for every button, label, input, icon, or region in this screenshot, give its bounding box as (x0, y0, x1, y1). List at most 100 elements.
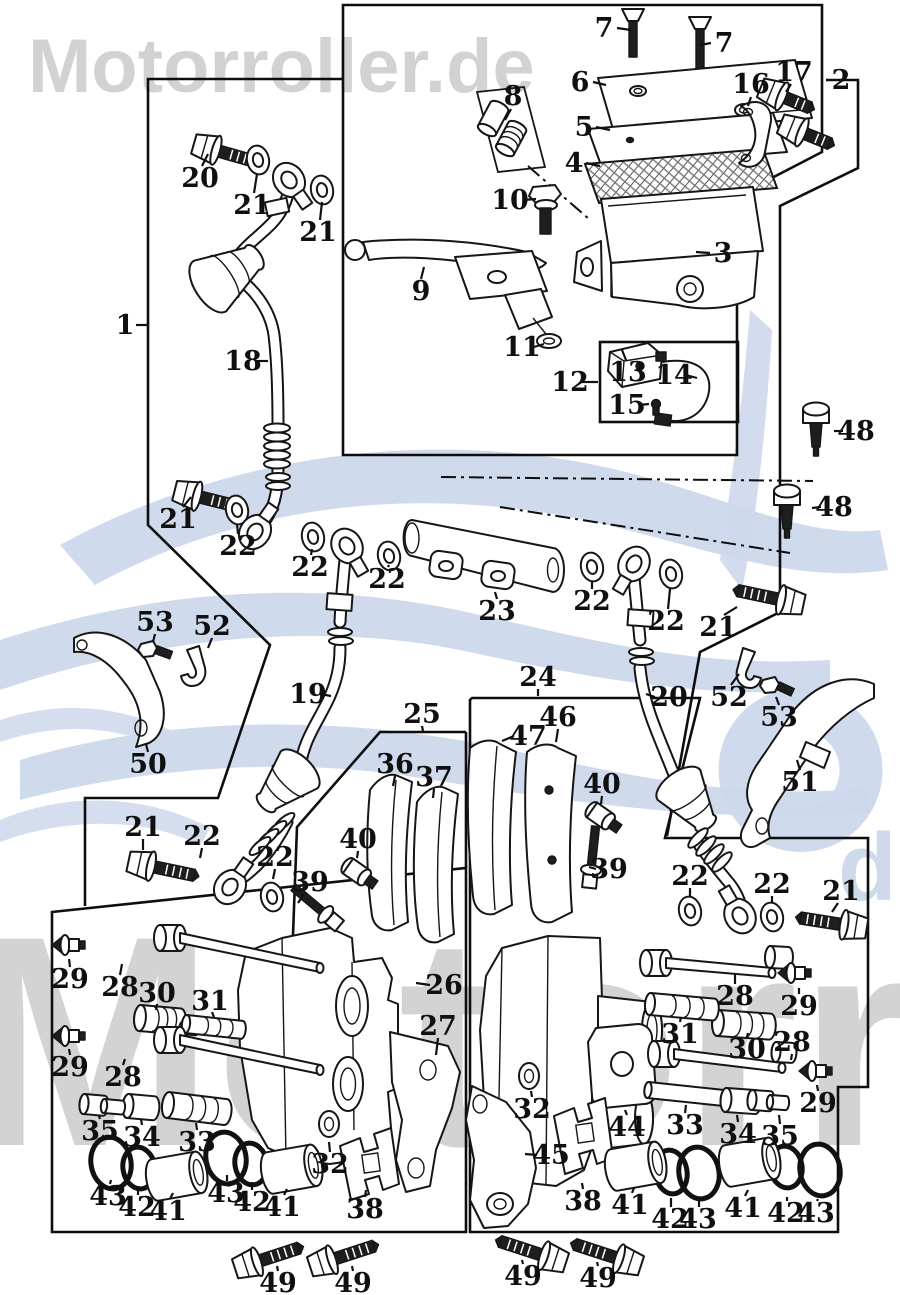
callout-53: 53 (136, 607, 174, 638)
brake-pad-46 (524, 743, 577, 924)
group-1-outline (83, 77, 343, 906)
bolt-17 (775, 113, 836, 150)
cylinder-part (99, 1098, 127, 1116)
callout-39: 39 (291, 867, 329, 898)
callout-33: 33 (666, 1110, 704, 1141)
o-ring (797, 1141, 843, 1199)
cylinder-part (765, 1094, 791, 1112)
callout-2: 2 (832, 65, 851, 96)
handlebar-23 (402, 519, 565, 593)
callout-13: 13 (609, 357, 647, 388)
retainer-pin-29 (51, 1025, 86, 1047)
callout-35: 35 (81, 1116, 119, 1147)
o-ring (88, 1134, 134, 1192)
callout-52: 52 (710, 682, 748, 713)
hose-stay-50 (73, 631, 165, 748)
o-ring (676, 1144, 722, 1202)
callout-1: 1 (116, 310, 135, 341)
caliper-piston (144, 1150, 209, 1202)
callout-44: 44 (608, 1112, 646, 1143)
callout-52: 52 (193, 611, 231, 642)
sealing-washer (759, 901, 785, 933)
callout-35: 35 (761, 1121, 799, 1152)
callout-19: 19 (289, 679, 327, 710)
sealing-washer (579, 551, 605, 583)
bleeder-valve-48 (773, 483, 801, 539)
callout-29: 29 (51, 964, 89, 995)
bolt-21 (125, 850, 200, 882)
callout-22: 22 (671, 861, 709, 892)
callout-20: 20 (181, 163, 219, 194)
callout-22: 22 (183, 821, 221, 852)
pad-spring-38 (339, 1097, 614, 1201)
banjo-eye (611, 545, 651, 596)
callout-21: 21 (822, 876, 860, 907)
brake-pad-37 (412, 785, 459, 944)
caliper-piston (717, 1136, 782, 1188)
callout-51: 51 (781, 767, 819, 798)
callout-22: 22 (647, 606, 685, 637)
callout-6: 6 (571, 67, 590, 98)
callout-22: 22 (753, 869, 791, 900)
clip-screw-53 (137, 640, 795, 697)
callout-28: 28 (773, 1027, 811, 1058)
right-caliper-bracket (465, 1085, 537, 1229)
cylinder-part (643, 992, 720, 1022)
grommet-32 (318, 1062, 540, 1138)
callout-42: 42 (767, 1198, 805, 1229)
callout-41: 41 (611, 1190, 649, 1221)
banjo-eye (237, 501, 280, 551)
cylinder-part (180, 1014, 247, 1040)
master-cylinder-body (573, 186, 764, 310)
callout-21: 21 (299, 217, 337, 248)
banjo-eye (717, 884, 757, 935)
bolt-49 (305, 1239, 380, 1278)
callout-22: 22 (368, 564, 406, 595)
group-25-outline (291, 730, 466, 936)
callout-22: 22 (256, 842, 294, 873)
callout-37: 37 (415, 762, 453, 793)
callout-46: 46 (539, 702, 577, 733)
cylinder-part (121, 1093, 161, 1122)
cylinder-part (770, 1041, 798, 1064)
banjo-bolt-10 (528, 184, 562, 235)
callout-5: 5 (575, 112, 594, 143)
callout-27: 27 (419, 1011, 457, 1042)
callout-30: 30 (138, 978, 176, 1009)
callout-23: 23 (478, 596, 516, 627)
brake-pad-47 (466, 739, 517, 916)
group-2-leader (665, 78, 860, 837)
section-line-1 (440, 476, 814, 482)
callout-22: 22 (291, 552, 329, 583)
parts-artwork (73, 8, 875, 1229)
callout-36: 36 (376, 749, 414, 780)
callout-20: 20 (650, 682, 688, 713)
callout-34: 34 (123, 1122, 161, 1153)
callout-29: 29 (51, 1052, 89, 1083)
reservoir-screws (621, 8, 712, 74)
callout-29: 29 (780, 991, 818, 1022)
hose-boot (188, 244, 265, 314)
callout-41: 41 (724, 1193, 762, 1224)
callout-41: 41 (149, 1196, 187, 1227)
generated-parts (51, 77, 870, 1280)
callout-41: 41 (263, 1192, 301, 1223)
left-caliper-group-box (50, 866, 468, 1234)
hose-clip-52 (180, 645, 762, 689)
sealing-washer (245, 144, 271, 176)
callout-43: 43 (207, 1178, 245, 1209)
callout-28: 28 (101, 972, 139, 1003)
callout-42: 42 (118, 1192, 156, 1223)
callout-21: 21 (233, 190, 271, 221)
callout-48: 48 (837, 416, 875, 447)
bolt-49 (494, 1235, 571, 1274)
bolt-49 (230, 1241, 305, 1280)
callout-42: 42 (233, 1187, 271, 1218)
callout-53: 53 (760, 702, 798, 733)
callout-7: 7 (595, 13, 614, 44)
callout-21: 21 (699, 612, 737, 643)
callout-22: 22 (219, 531, 257, 562)
callout-22: 22 (573, 586, 611, 617)
